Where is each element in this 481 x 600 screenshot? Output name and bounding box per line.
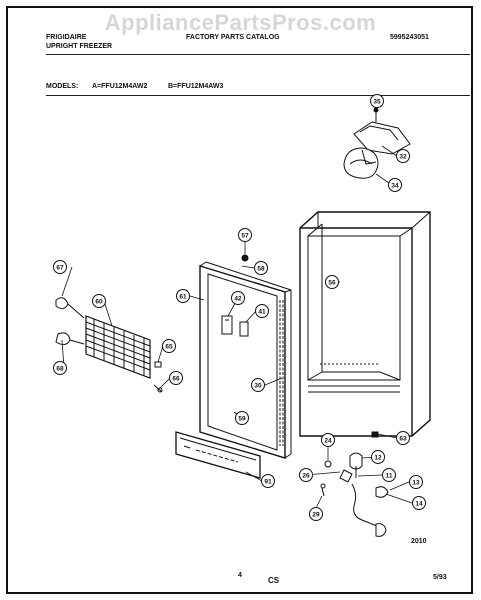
callout-12: 12 (371, 450, 385, 464)
callout-34: 34 (388, 178, 402, 192)
svg-text:67: 67 (56, 264, 64, 271)
figure-code: 2010 (411, 538, 427, 545)
callout-29: 29 (309, 507, 323, 521)
model-a-label: A=FFU12M4AW2 (92, 83, 148, 90)
svg-text:56: 56 (328, 279, 336, 286)
svg-text:13: 13 (412, 479, 420, 486)
svg-text:29: 29 (312, 511, 320, 518)
svg-text:61: 61 (179, 293, 187, 300)
callout-11: 11 (382, 468, 396, 482)
svg-text:63: 63 (399, 435, 407, 442)
cabinet-drawing (299, 211, 431, 437)
svg-text:57: 57 (241, 232, 249, 239)
callout-63: 63 (396, 431, 410, 445)
document-number: 5995243051 (390, 34, 429, 41)
kickplate-drawing (175, 431, 261, 479)
door-drawing (199, 261, 292, 459)
svg-text:30: 30 (254, 382, 262, 389)
left-hardware-drawing (55, 297, 163, 393)
svg-text:32: 32 (399, 153, 407, 160)
callout-59: 59 (235, 411, 249, 425)
svg-text:34: 34 (391, 182, 399, 189)
callout-41: 41 (255, 304, 269, 318)
callout-61: 61 (176, 289, 190, 303)
svg-text:26: 26 (302, 472, 310, 479)
callout-13: 13 (409, 475, 423, 489)
svg-text:35: 35 (373, 98, 381, 105)
svg-text:68: 68 (56, 365, 64, 372)
callout-57: 57 (238, 228, 252, 242)
control-assembly-drawing (343, 107, 411, 179)
callout-66: 66 (169, 371, 183, 385)
callout-26: 26 (299, 468, 313, 482)
svg-text:59: 59 (238, 415, 246, 422)
callout-30: 30 (251, 378, 265, 392)
svg-text:24: 24 (324, 437, 332, 444)
catalog-title: FACTORY PARTS CATALOG (186, 34, 280, 41)
model-b-label: B=FFU12M4AW3 (168, 83, 224, 90)
svg-text:11: 11 (386, 472, 393, 479)
product-label: UPRIGHT FREEZER (46, 43, 113, 50)
callout-58: 58 (254, 261, 268, 275)
revision-date: 5/93 (433, 574, 447, 581)
callout-67: 67 (53, 260, 67, 274)
svg-text:91: 91 (264, 478, 272, 485)
section-code: CS (268, 576, 280, 585)
header-rule-bottom (46, 95, 470, 96)
models-label: MODELS: (46, 83, 79, 90)
svg-text:66: 66 (172, 375, 180, 382)
wire-shelf-drawing (85, 315, 151, 379)
svg-text:12: 12 (374, 454, 382, 461)
callout-91: 91 (261, 474, 275, 488)
drain-parts-drawing (241, 254, 389, 537)
page-number: 4 (238, 572, 242, 579)
svg-text:58: 58 (257, 265, 265, 272)
svg-text:60: 60 (95, 298, 103, 305)
callout-markers: 35 32 34 57 58 56 67 60 61 42 41 68 65 6… (53, 94, 426, 521)
svg-text:65: 65 (165, 343, 173, 350)
callout-68: 68 (53, 361, 67, 375)
brand-label: FRIGIDAIRE (46, 34, 87, 41)
callout-56: 56 (325, 275, 339, 289)
svg-text:14: 14 (415, 500, 423, 507)
watermark-text: AppliancePartsPros.com (104, 10, 377, 35)
callout-60: 60 (92, 294, 106, 308)
svg-text:42: 42 (234, 295, 242, 302)
callout-35: 35 (370, 94, 384, 108)
svg-text:41: 41 (258, 308, 266, 315)
callout-65: 65 (162, 339, 176, 353)
callout-32: 32 (396, 149, 410, 163)
callout-24: 24 (321, 433, 335, 447)
callout-14: 14 (412, 496, 426, 510)
header-rule-top (46, 54, 470, 55)
callout-42: 42 (231, 291, 245, 305)
